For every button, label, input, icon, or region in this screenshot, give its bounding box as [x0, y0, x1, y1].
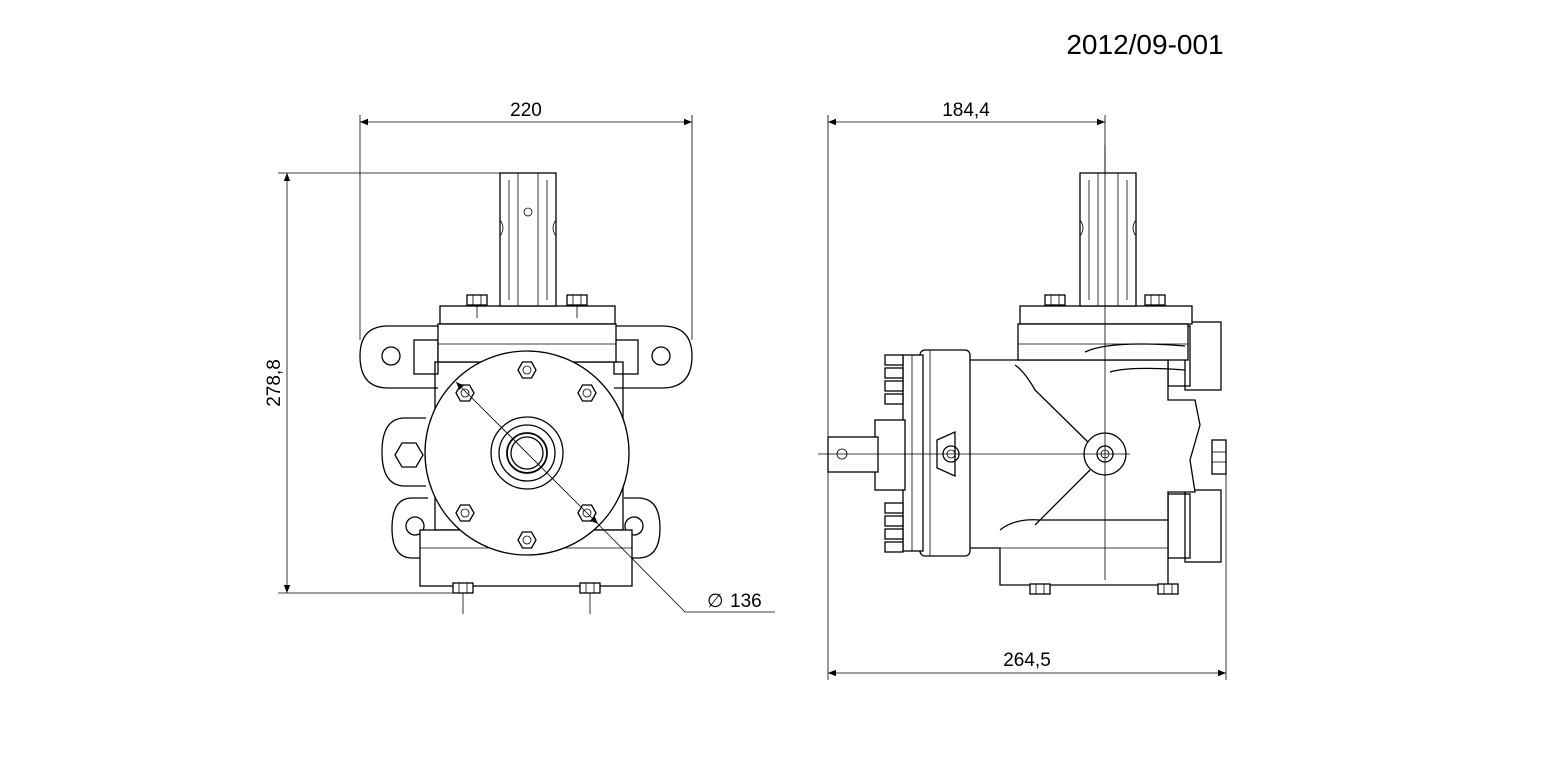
front-width-label: 220 [510, 100, 542, 121]
side-top-width-label: 184,4 [942, 100, 990, 121]
front-view [359, 172, 775, 614]
side-overall-width-label: 264,5 [1003, 650, 1051, 671]
front-height-dimension: 278,8 [264, 172, 500, 594]
flange-diameter-dimension: ∅ 136 [707, 591, 762, 612]
diameter-symbol: ∅ [707, 591, 724, 612]
drawing-number: 2012/09-001 [1066, 29, 1223, 60]
side-view [818, 145, 1227, 595]
front-height-label: 278,8 [264, 359, 285, 407]
side-overall-width-dimension: 264,5 [828, 474, 1227, 680]
front-width-dimension: 220 [359, 100, 693, 340]
side-top-width-dimension: 184,4 [827, 100, 1106, 680]
flange-diameter-label: 136 [730, 591, 762, 612]
